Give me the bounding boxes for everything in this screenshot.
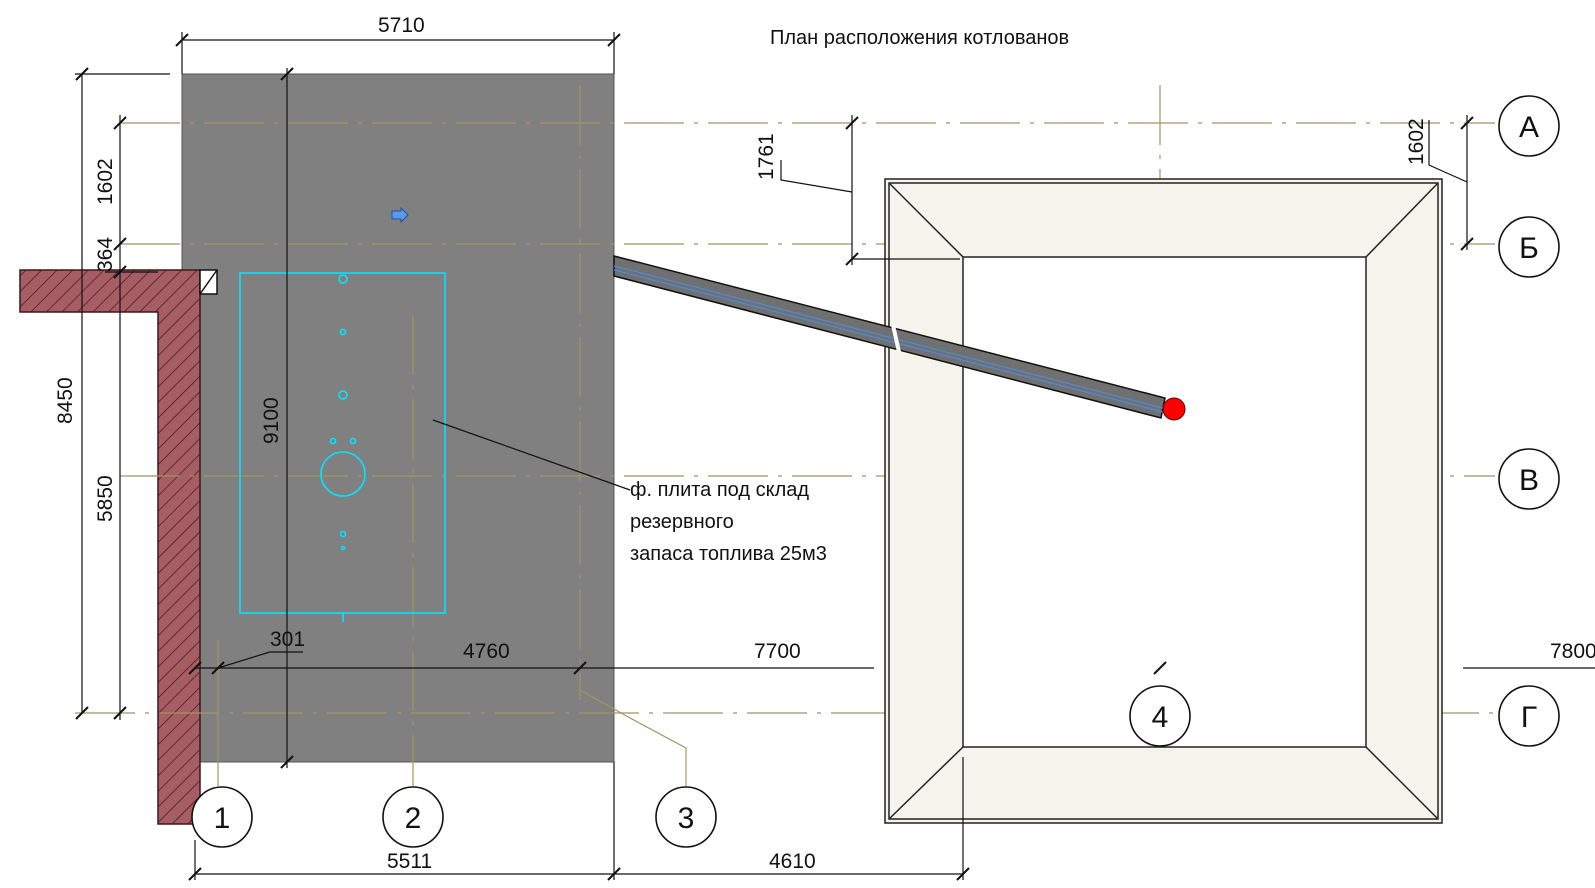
note-line-3: запаса топлива 25м3 <box>630 543 827 565</box>
grid-label-g: Г <box>1521 701 1537 734</box>
dim-top-width: 5710 <box>378 14 425 37</box>
grid-label-3: 3 <box>678 802 695 835</box>
dim-7700: 7700 <box>754 640 801 663</box>
grid-label-4: 4 <box>1152 701 1169 734</box>
grid-bubble-4 <box>1129 685 1191 747</box>
concrete-slab <box>181 73 615 763</box>
existing-wall <box>19 269 201 825</box>
fuel-tank-plate <box>239 272 446 622</box>
dim-301: 301 <box>270 628 305 651</box>
grid-label-b: Б <box>1519 232 1539 265</box>
grid-bubble-2 <box>382 786 444 848</box>
grid-label-a: А <box>1519 111 1539 144</box>
pipe <box>613 255 1166 419</box>
dim-left-1602: 1602 <box>94 158 117 205</box>
note-line-2: резервного <box>630 511 734 533</box>
dim-left-5850: 5850 <box>94 475 117 522</box>
drawing-title: План расположения котлованов <box>770 27 1069 49</box>
dim-1761: 1761 <box>755 133 778 180</box>
grid-bubble-3 <box>655 786 717 848</box>
grid-bubble-g <box>1498 685 1560 747</box>
grid-bubble-b <box>1498 216 1560 278</box>
grid-bubble-1 <box>191 786 253 848</box>
dim-bottom-left: 5511 <box>387 850 432 873</box>
pipe-end-marker <box>1162 397 1186 421</box>
dimension-lines <box>75 32 1595 881</box>
dim-4760: 4760 <box>463 640 510 663</box>
dim-bottom-right: 4610 <box>769 850 816 873</box>
dim-inner-height: 9100 <box>260 397 283 444</box>
excavation-pit <box>884 178 1443 824</box>
dim-left-total: 8450 <box>54 377 77 424</box>
arrow-icon <box>391 206 409 224</box>
grid-label-2: 2 <box>405 802 422 835</box>
grid-label-v: В <box>1519 464 1539 497</box>
dim-left-364: 364 <box>94 237 117 272</box>
grid-label-1: 1 <box>214 802 231 835</box>
grid-bubble-v <box>1498 448 1560 510</box>
dim-right-1602: 1602 <box>1405 118 1428 165</box>
dim-7800: 7800 <box>1550 640 1595 663</box>
grid-bubble-a <box>1498 95 1560 157</box>
note-line-1: ф. плита под склад <box>630 479 809 501</box>
